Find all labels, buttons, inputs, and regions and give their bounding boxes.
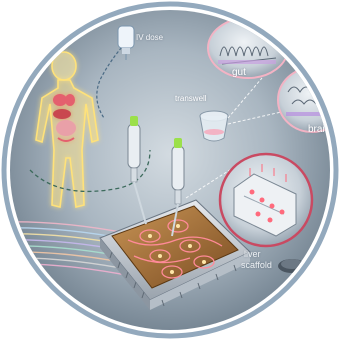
iv-dose-label: IV dose — [136, 34, 163, 42]
gut-label: gut — [232, 68, 246, 78]
scaffold-label: scaffold — [241, 261, 272, 270]
liver-scaffold-bubble — [220, 154, 312, 246]
transwell-insert — [200, 111, 228, 141]
liver-label: liver — [244, 250, 261, 259]
transwell-label: transwell — [175, 95, 207, 103]
brain-label: brai — [308, 125, 325, 135]
